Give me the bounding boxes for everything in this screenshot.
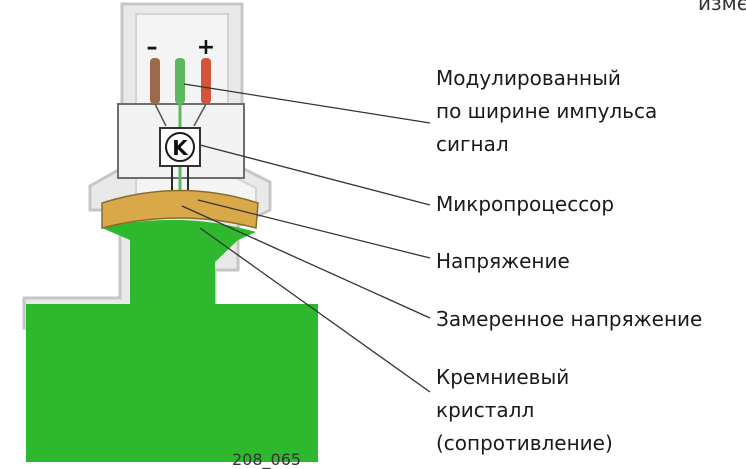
wire-signal bbox=[175, 58, 185, 104]
label-measured-voltage: Замеренное напряжение bbox=[436, 307, 703, 331]
wire-positive bbox=[201, 58, 211, 104]
wire-negative bbox=[150, 58, 160, 104]
label-microprocessor: Микропроцессор bbox=[436, 192, 615, 216]
chip-symbol: K bbox=[172, 136, 189, 160]
label-pwm-signal-line1: Модулированный bbox=[436, 66, 621, 90]
label-crystal-line3: (сопротивление) bbox=[436, 431, 613, 455]
plus-sign: + bbox=[197, 35, 215, 60]
figure-number: 208_065 bbox=[232, 450, 302, 469]
minus-sign: – bbox=[147, 35, 158, 60]
silicon-crystal bbox=[101, 189, 259, 229]
leader-voltage bbox=[197, 199, 431, 259]
label-crystal-line1: Кремниевый bbox=[436, 365, 570, 389]
leader-lines bbox=[181, 83, 431, 393]
label-voltage: Напряжение bbox=[436, 249, 570, 273]
wire-positive-link bbox=[193, 103, 207, 127]
chip-symbol-circle bbox=[165, 132, 195, 162]
cut-off-top-text: измє bbox=[698, 0, 746, 15]
leader-crystal bbox=[199, 227, 431, 393]
silicon-substrate bbox=[26, 219, 318, 462]
label-pwm-signal-line3: сигнал bbox=[436, 132, 509, 156]
leader-microprocessor bbox=[199, 144, 431, 206]
leader-pwm-signal bbox=[183, 83, 431, 124]
label-pwm-signal-line2: по ширине импульса bbox=[436, 99, 658, 123]
label-crystal-line2: кристалл bbox=[436, 398, 535, 422]
leader-measured-voltage bbox=[181, 205, 431, 319]
wire-negative-link bbox=[154, 103, 167, 127]
connection-wires bbox=[150, 58, 211, 208]
